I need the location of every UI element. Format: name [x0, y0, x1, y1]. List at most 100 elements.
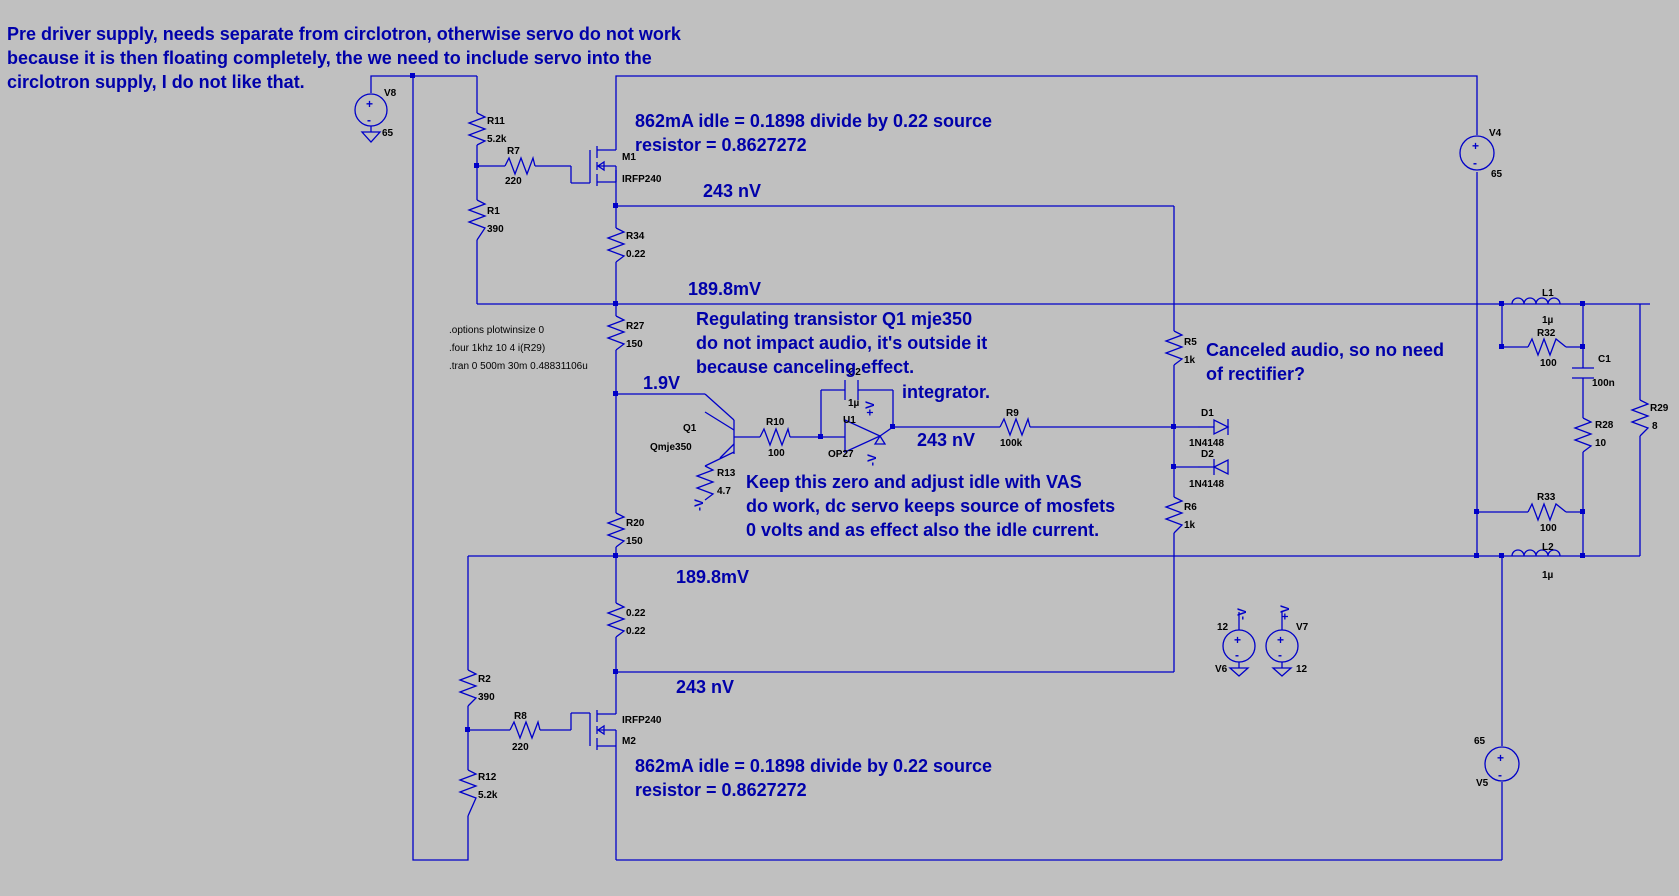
svg-text:do not impact audio, it's outs: do not impact audio, it's outside it [696, 333, 987, 353]
svg-text:because it is then floating co: because it is then floating completely, … [7, 48, 652, 68]
svg-text:5.2k: 5.2k [487, 134, 507, 145]
source-v7[interactable]: + - +V V7 12 [1265, 605, 1309, 677]
svg-text:12: 12 [1296, 664, 1308, 675]
svg-text:Q1: Q1 [683, 423, 697, 434]
svg-text:1k: 1k [1184, 355, 1196, 366]
resistor-r5[interactable]: R5 1k [1164, 330, 1197, 366]
svg-text:+V: +V [863, 401, 877, 416]
svg-text:189.8mV: 189.8mV [676, 567, 749, 587]
svg-text:1.9V: 1.9V [643, 373, 680, 393]
source-v5[interactable]: + - 65 V5 [1474, 736, 1520, 789]
svg-text:-V: -V [692, 499, 706, 511]
svg-text:5.2k: 5.2k [478, 790, 498, 801]
resistor-r1[interactable]: R1 390 [467, 199, 504, 241]
svg-text:+V: +V [1278, 605, 1292, 620]
mosfet-m1[interactable]: M1 IRFP240 [589, 130, 662, 186]
mosfet-m2[interactable]: IRFP240 M2 [589, 710, 662, 750]
resistor-r7[interactable]: R7 220 [504, 146, 536, 187]
capacitor-c1[interactable]: C1 100n [1572, 354, 1615, 389]
diode-d2[interactable]: D2 1N4148 [1189, 449, 1229, 490]
resistor-r8[interactable]: R8 220 [509, 711, 541, 753]
inductor-l1[interactable]: L1 1µ [1511, 288, 1561, 326]
svg-text:100k: 100k [1000, 438, 1023, 449]
svg-text:because canceling effect.: because canceling effect. [696, 357, 914, 377]
resistor-r10[interactable]: R10 100 [759, 417, 791, 459]
resistor-r12[interactable]: R12 5.2k [458, 769, 498, 817]
source-v4[interactable]: + - V4 65 [1459, 128, 1503, 180]
svg-text:-: - [1235, 648, 1239, 662]
svg-text:1µ: 1µ [848, 398, 860, 409]
svg-text:R1: R1 [487, 206, 500, 217]
capacitor-c2[interactable]: C2 1µ [844, 367, 861, 409]
probe-readouts: 243 nV 189.8mV 1.9V 243 nV 189.8mV 243 n… [643, 181, 975, 697]
svg-text:R10: R10 [766, 417, 785, 428]
resistor-r27[interactable]: R27 150 [606, 315, 645, 351]
svg-text:-: - [1278, 648, 1282, 662]
svg-text:R28: R28 [1595, 420, 1614, 431]
svg-text:V5: V5 [1476, 778, 1489, 789]
inductor-l2[interactable]: L2 1µ [1511, 542, 1561, 581]
resistor-r11[interactable]: R11 5.2k [467, 112, 507, 146]
svg-text:+: + [366, 97, 373, 111]
source-v8[interactable]: + - V8 65 [354, 88, 397, 143]
svg-text:.four 1khz 10 4 i(R29): .four 1khz 10 4 i(R29) [449, 343, 545, 354]
resistor-r34[interactable]: R34 0.22 [606, 227, 646, 263]
svg-text:resistor = 0.8627272: resistor = 0.8627272 [635, 135, 807, 155]
svg-text:-V: -V [1235, 608, 1249, 620]
svg-text:R12: R12 [478, 772, 497, 783]
diode-d1[interactable]: D1 1N4148 [1189, 408, 1230, 449]
svg-text:243 nV: 243 nV [703, 181, 761, 201]
svg-text:1N4148: 1N4148 [1189, 438, 1224, 449]
resistor-source-bottom[interactable]: 0.22 0.22 [606, 602, 646, 638]
source-v6[interactable]: + - -V 12 V6 [1215, 608, 1256, 677]
resistor-r20[interactable]: R20 150 [606, 512, 645, 548]
note-pre-driver: Pre driver supply, needs separate from c… [7, 24, 682, 92]
svg-text:390: 390 [478, 692, 495, 703]
resistor-r29[interactable]: R29 8 [1630, 399, 1669, 437]
svg-text:R5: R5 [1184, 337, 1197, 348]
svg-text:-: - [367, 113, 371, 127]
svg-text:0.22: 0.22 [626, 626, 646, 637]
svg-text:.options plotwinsize 0: .options plotwinsize 0 [449, 325, 544, 336]
resistor-r32[interactable]: R32 100 [1527, 328, 1567, 369]
note-canceled-audio: Canceled audio, so no need of rectifier? [1206, 340, 1444, 384]
svg-text:R27: R27 [626, 321, 645, 332]
svg-text:Canceled audio, so no need: Canceled audio, so no need [1206, 340, 1444, 360]
svg-text:100n: 100n [1592, 378, 1615, 389]
svg-text:12: 12 [1217, 622, 1229, 633]
svg-text:100: 100 [1540, 358, 1557, 369]
note-idle-top: 862mA idle = 0.1898 divide by 0.22 sourc… [635, 111, 992, 155]
resistor-r6[interactable]: R6 1k [1164, 496, 1197, 534]
svg-text:.tran 0 500m 30m 0.48831106u: .tran 0 500m 30m 0.48831106u [449, 361, 588, 372]
svg-text:U1: U1 [843, 415, 856, 426]
svg-text:V6: V6 [1215, 664, 1228, 675]
resistor-r2[interactable]: R2 390 [458, 669, 495, 707]
svg-text:resistor = 0.8627272: resistor = 0.8627272 [635, 780, 807, 800]
svg-text:862mA idle = 0.1898 divide by: 862mA idle = 0.1898 divide by 0.22 sourc… [635, 756, 992, 776]
svg-text:IRFP240: IRFP240 [622, 174, 662, 185]
wires [370, 75, 1650, 861]
svg-text:1µ: 1µ [1542, 570, 1554, 581]
opamp-u1[interactable]: U1 OP27 +V -V [821, 401, 894, 466]
svg-text:0 volts and as effect also the: 0 volts and as effect also the idle curr… [746, 520, 1099, 540]
svg-text:R29: R29 [1650, 403, 1669, 414]
resistor-r13[interactable]: R13 4.7 [695, 451, 736, 501]
svg-text:Keep this zero and adjust idle: Keep this zero and adjust idle with VAS [746, 472, 1082, 492]
resistor-r33[interactable]: R33 100 [1527, 492, 1567, 534]
svg-text:390: 390 [487, 224, 504, 235]
resistor-r28[interactable]: R28 10 [1573, 417, 1614, 453]
svg-text:243 nV: 243 nV [917, 430, 975, 450]
svg-text:R34: R34 [626, 231, 645, 242]
svg-text:1N4148: 1N4148 [1189, 479, 1224, 490]
svg-text:150: 150 [626, 536, 643, 547]
resistor-r9[interactable]: R9 100k [999, 408, 1031, 449]
note-keep-zero: Keep this zero and adjust idle with VAS … [746, 472, 1115, 540]
svg-text:of rectifier?: of rectifier? [1206, 364, 1305, 384]
svg-text:220: 220 [512, 742, 529, 753]
transistor-q1[interactable]: Q1 Qmje350 -V [650, 411, 735, 511]
svg-text:L1: L1 [1542, 288, 1554, 299]
svg-text:+: + [1472, 139, 1479, 153]
svg-text:Pre driver supply, needs separ: Pre driver supply, needs separate from c… [7, 24, 682, 44]
svg-text:V7: V7 [1296, 622, 1309, 633]
